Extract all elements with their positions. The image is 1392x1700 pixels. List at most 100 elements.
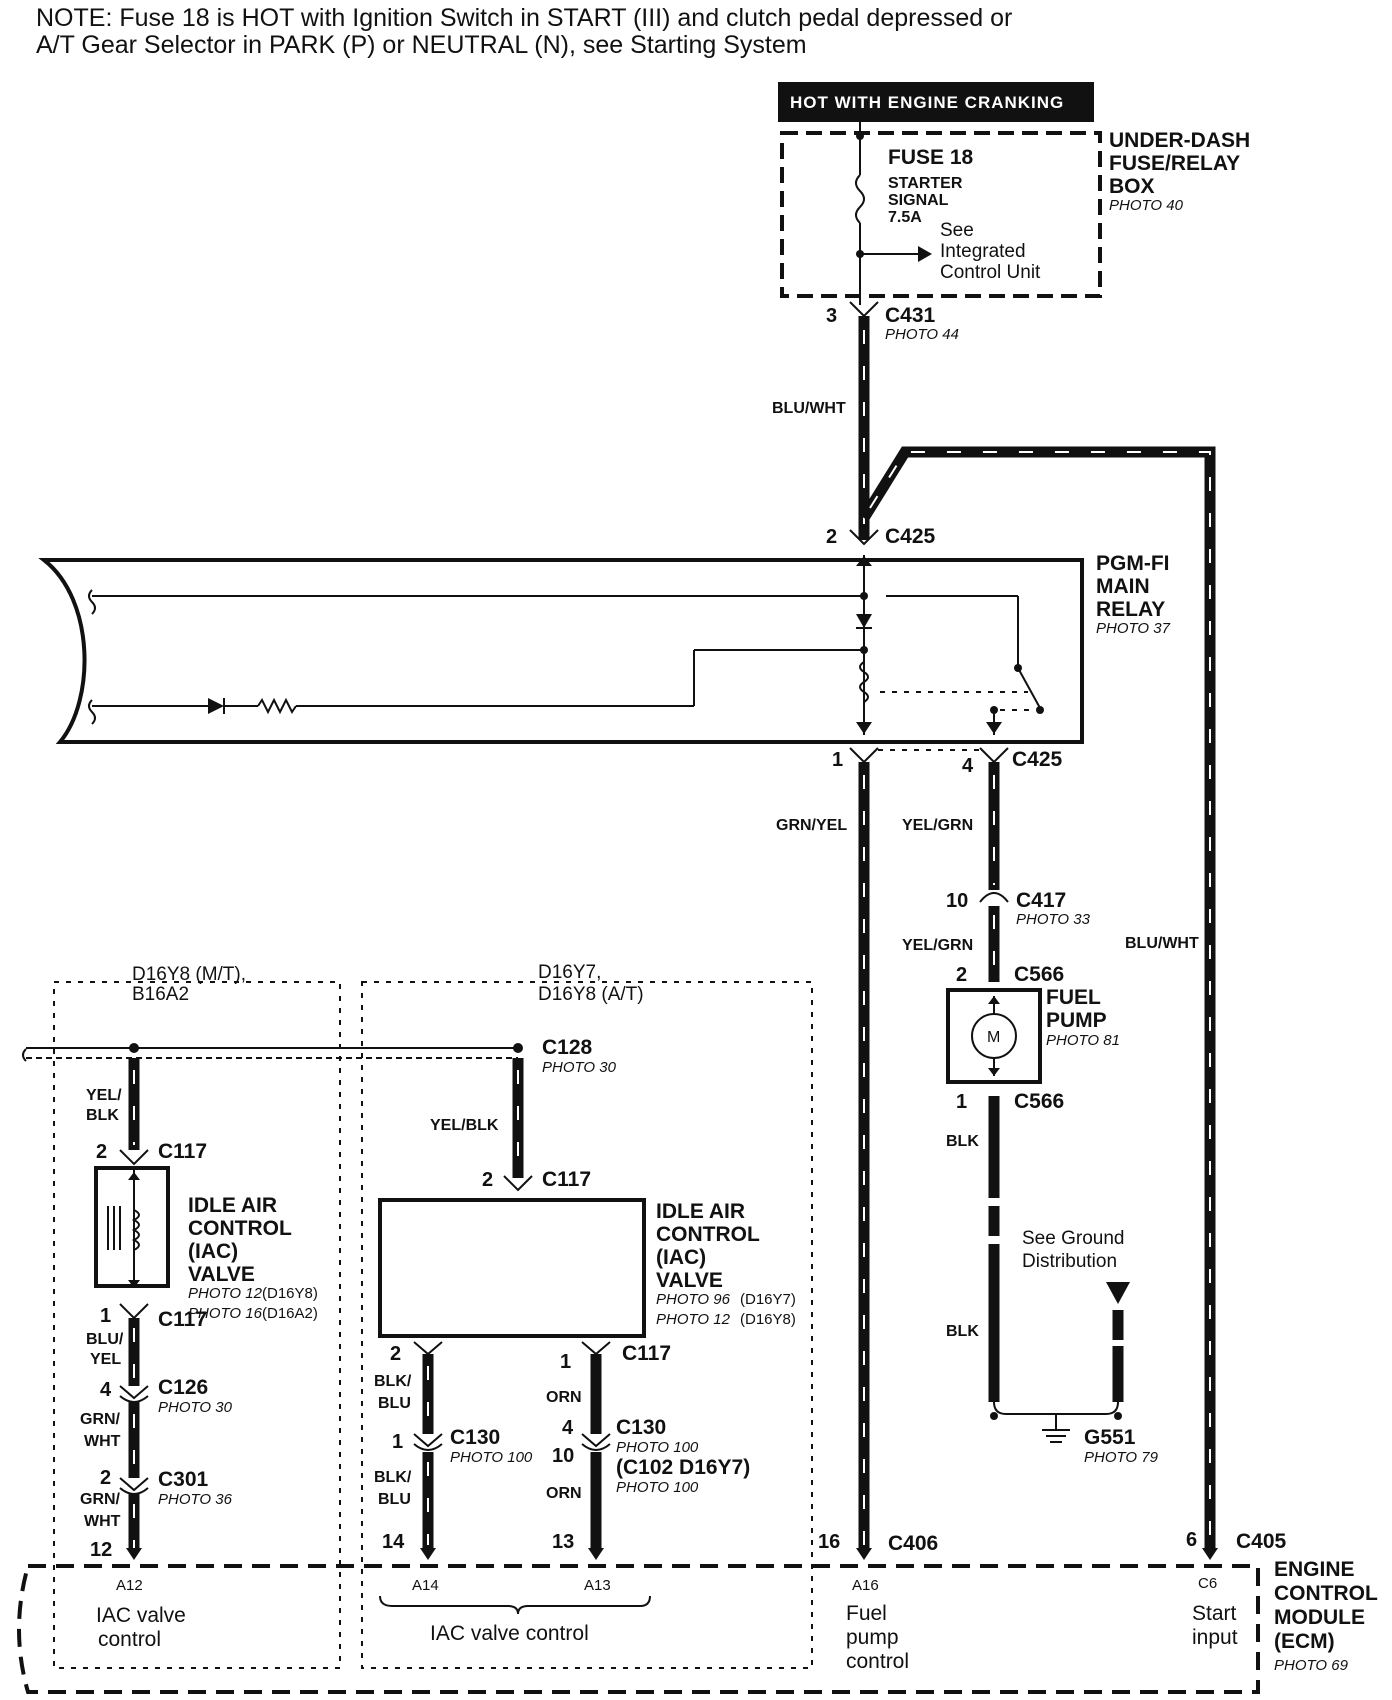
wire-label-grnyel: GRN/YEL bbox=[776, 817, 847, 834]
right-wire-blkblu-2a: BLK/ bbox=[374, 1469, 412, 1486]
g551-photo: PHOTO 79 bbox=[1084, 1449, 1159, 1466]
c566-bottom-pin: 1 bbox=[956, 1091, 967, 1113]
right-iac-photo-1: PHOTO 96 bbox=[656, 1291, 731, 1308]
relay-input-top-symbol bbox=[88, 589, 96, 615]
c425-bottom-name: C425 bbox=[1012, 748, 1063, 771]
wire-label-yelgrn-2: YEL/GRN bbox=[902, 937, 973, 954]
c425-bottom-connector-left bbox=[849, 747, 879, 764]
see-icu-1: See bbox=[940, 220, 974, 241]
left-iac-box bbox=[94, 1166, 170, 1288]
c417-photo: PHOTO 33 bbox=[1016, 911, 1091, 928]
right-c102-name: (C102 D16Y7) bbox=[616, 1456, 750, 1479]
ground-junction bbox=[993, 1401, 1119, 1415]
relay-node-2 bbox=[860, 646, 868, 654]
ground-node-left bbox=[990, 1412, 998, 1420]
ecm-a14a13-desc: IAC valve control bbox=[430, 1622, 589, 1645]
fuel-pump-arrow-bottom bbox=[988, 1068, 1000, 1076]
variant-left-2: B16A2 bbox=[132, 984, 189, 1005]
ecm-a16-desc-2: pump bbox=[846, 1626, 899, 1649]
note-line-1: NOTE: Fuse 18 is HOT with Ignition Switc… bbox=[36, 4, 1012, 32]
left-c301-name: C301 bbox=[158, 1468, 209, 1491]
c417-pin: 10 bbox=[946, 890, 968, 912]
fuse-box-title-1: UNDER-DASH bbox=[1109, 129, 1250, 152]
fuse-box-title-2: FUSE/RELAY bbox=[1109, 152, 1240, 175]
left-iac-arrow-top bbox=[128, 1172, 140, 1180]
ecm-a12: A12 bbox=[116, 1577, 143, 1594]
left-c301-connector bbox=[119, 1477, 149, 1495]
left-c117-bot-name: C117 bbox=[158, 1308, 207, 1331]
ecm-a16-desc-3: control bbox=[846, 1650, 909, 1673]
relay-box bbox=[38, 558, 1084, 744]
c405-pin: 6 bbox=[1186, 1529, 1197, 1551]
c406-arrow bbox=[856, 1548, 872, 1560]
c431-pin: 3 bbox=[826, 305, 837, 327]
hot-banner-text: HOT WITH ENGINE CRANKING bbox=[790, 93, 1064, 112]
right-iac-title-1: IDLE AIR bbox=[656, 1200, 745, 1223]
c425-top-connector bbox=[849, 529, 879, 546]
right-ecm-pin-r: 13 bbox=[552, 1531, 574, 1553]
wire-label-blk-1: BLK bbox=[946, 1133, 979, 1150]
relay-input-bottom-symbol bbox=[88, 699, 96, 725]
left-wire-grnwht-2a: GRN/ bbox=[80, 1491, 121, 1508]
relay-arrow-4 bbox=[986, 722, 1002, 734]
left-iac-title-4: VALVE bbox=[188, 1263, 255, 1286]
right-c117-bot-connector-l bbox=[413, 1341, 443, 1356]
c566-top-name: C566 bbox=[1014, 963, 1064, 986]
ecm-a16-desc-1: Fuel bbox=[846, 1602, 887, 1625]
variant-box-left bbox=[53, 981, 341, 1669]
relay-coil bbox=[859, 661, 869, 703]
left-iac-title-3: (IAC) bbox=[188, 1240, 238, 1263]
left-wire-yelblk-1: YEL/ bbox=[86, 1087, 122, 1104]
c128-photo: PHOTO 30 bbox=[542, 1059, 617, 1076]
fuse-rating: 7.5A bbox=[888, 209, 922, 226]
left-c117-bot-pin: 1 bbox=[100, 1305, 111, 1327]
relay-out-4-node bbox=[990, 706, 998, 714]
right-ecm-arrow-l bbox=[420, 1548, 436, 1560]
right-c130-r-photo: PHOTO 100 bbox=[616, 1439, 699, 1456]
left-c117-bot-connector bbox=[119, 1303, 149, 1320]
c128-name: C128 bbox=[542, 1036, 593, 1059]
left-iac-coil-icon bbox=[131, 1209, 140, 1251]
left-c117-top-name: C117 bbox=[158, 1140, 207, 1163]
fuel-pump-photo: PHOTO 81 bbox=[1046, 1032, 1120, 1049]
yelblk-input-symbol bbox=[22, 1048, 27, 1062]
wire-label-bluwht-fuse: BLU/WHT bbox=[772, 400, 846, 417]
yelblk-node-left bbox=[129, 1043, 139, 1053]
right-iac-photo-2b: (D16Y8) bbox=[740, 1311, 796, 1328]
relay-diode-2 bbox=[856, 614, 872, 628]
right-c130-r-connector bbox=[581, 1433, 611, 1451]
left-iac-photo-2b: (D16A2) bbox=[262, 1305, 318, 1322]
fuse-box-photo: PHOTO 40 bbox=[1109, 197, 1184, 214]
right-wire-orn-1-label: ORN bbox=[546, 1389, 582, 1406]
ground-dist-1: See Ground bbox=[1022, 1228, 1124, 1249]
ecm-a14: A14 bbox=[412, 1577, 439, 1594]
left-c301-photo: PHOTO 36 bbox=[158, 1491, 233, 1508]
ecm-box bbox=[17, 1564, 1260, 1694]
fuel-pump-arrow-top bbox=[988, 996, 1000, 1004]
fuel-pump-title-1: FUEL bbox=[1046, 986, 1101, 1009]
c425-top-name: C425 bbox=[885, 525, 936, 548]
right-wire-yelblk-label: YEL/BLK bbox=[430, 1117, 499, 1134]
c566-top-pin: 2 bbox=[956, 964, 967, 986]
right-c102-photo: PHOTO 100 bbox=[616, 1479, 699, 1496]
relay-resistor bbox=[257, 697, 297, 715]
see-icu-2: Integrated bbox=[940, 241, 1026, 262]
variant-box-right bbox=[361, 981, 813, 1669]
left-wire-yelblk-2: BLK bbox=[86, 1107, 119, 1124]
right-wire-orn-2-label: ORN bbox=[546, 1485, 582, 1502]
right-iac-title-3: (IAC) bbox=[656, 1246, 706, 1269]
right-c117-bot-connector-r bbox=[581, 1341, 611, 1356]
relay-title-3: RELAY bbox=[1096, 598, 1165, 621]
left-c126-pin: 4 bbox=[100, 1379, 112, 1401]
left-c126-connector bbox=[119, 1385, 149, 1403]
fuse-desc-2: SIGNAL bbox=[888, 192, 949, 209]
fuel-pump-box bbox=[946, 988, 1042, 1084]
fuse-box bbox=[780, 131, 1102, 298]
right-iac-box bbox=[378, 1198, 646, 1338]
relay-switch-blade bbox=[1017, 667, 1041, 709]
c425-bottom-pin-left: 1 bbox=[832, 749, 843, 771]
wire-label-yelgrn-1: YEL/GRN bbox=[902, 817, 973, 834]
relay-node-1 bbox=[860, 592, 868, 600]
left-iac-title-2: CONTROL bbox=[188, 1217, 292, 1240]
right-c117-bot-name: C117 bbox=[622, 1342, 671, 1365]
